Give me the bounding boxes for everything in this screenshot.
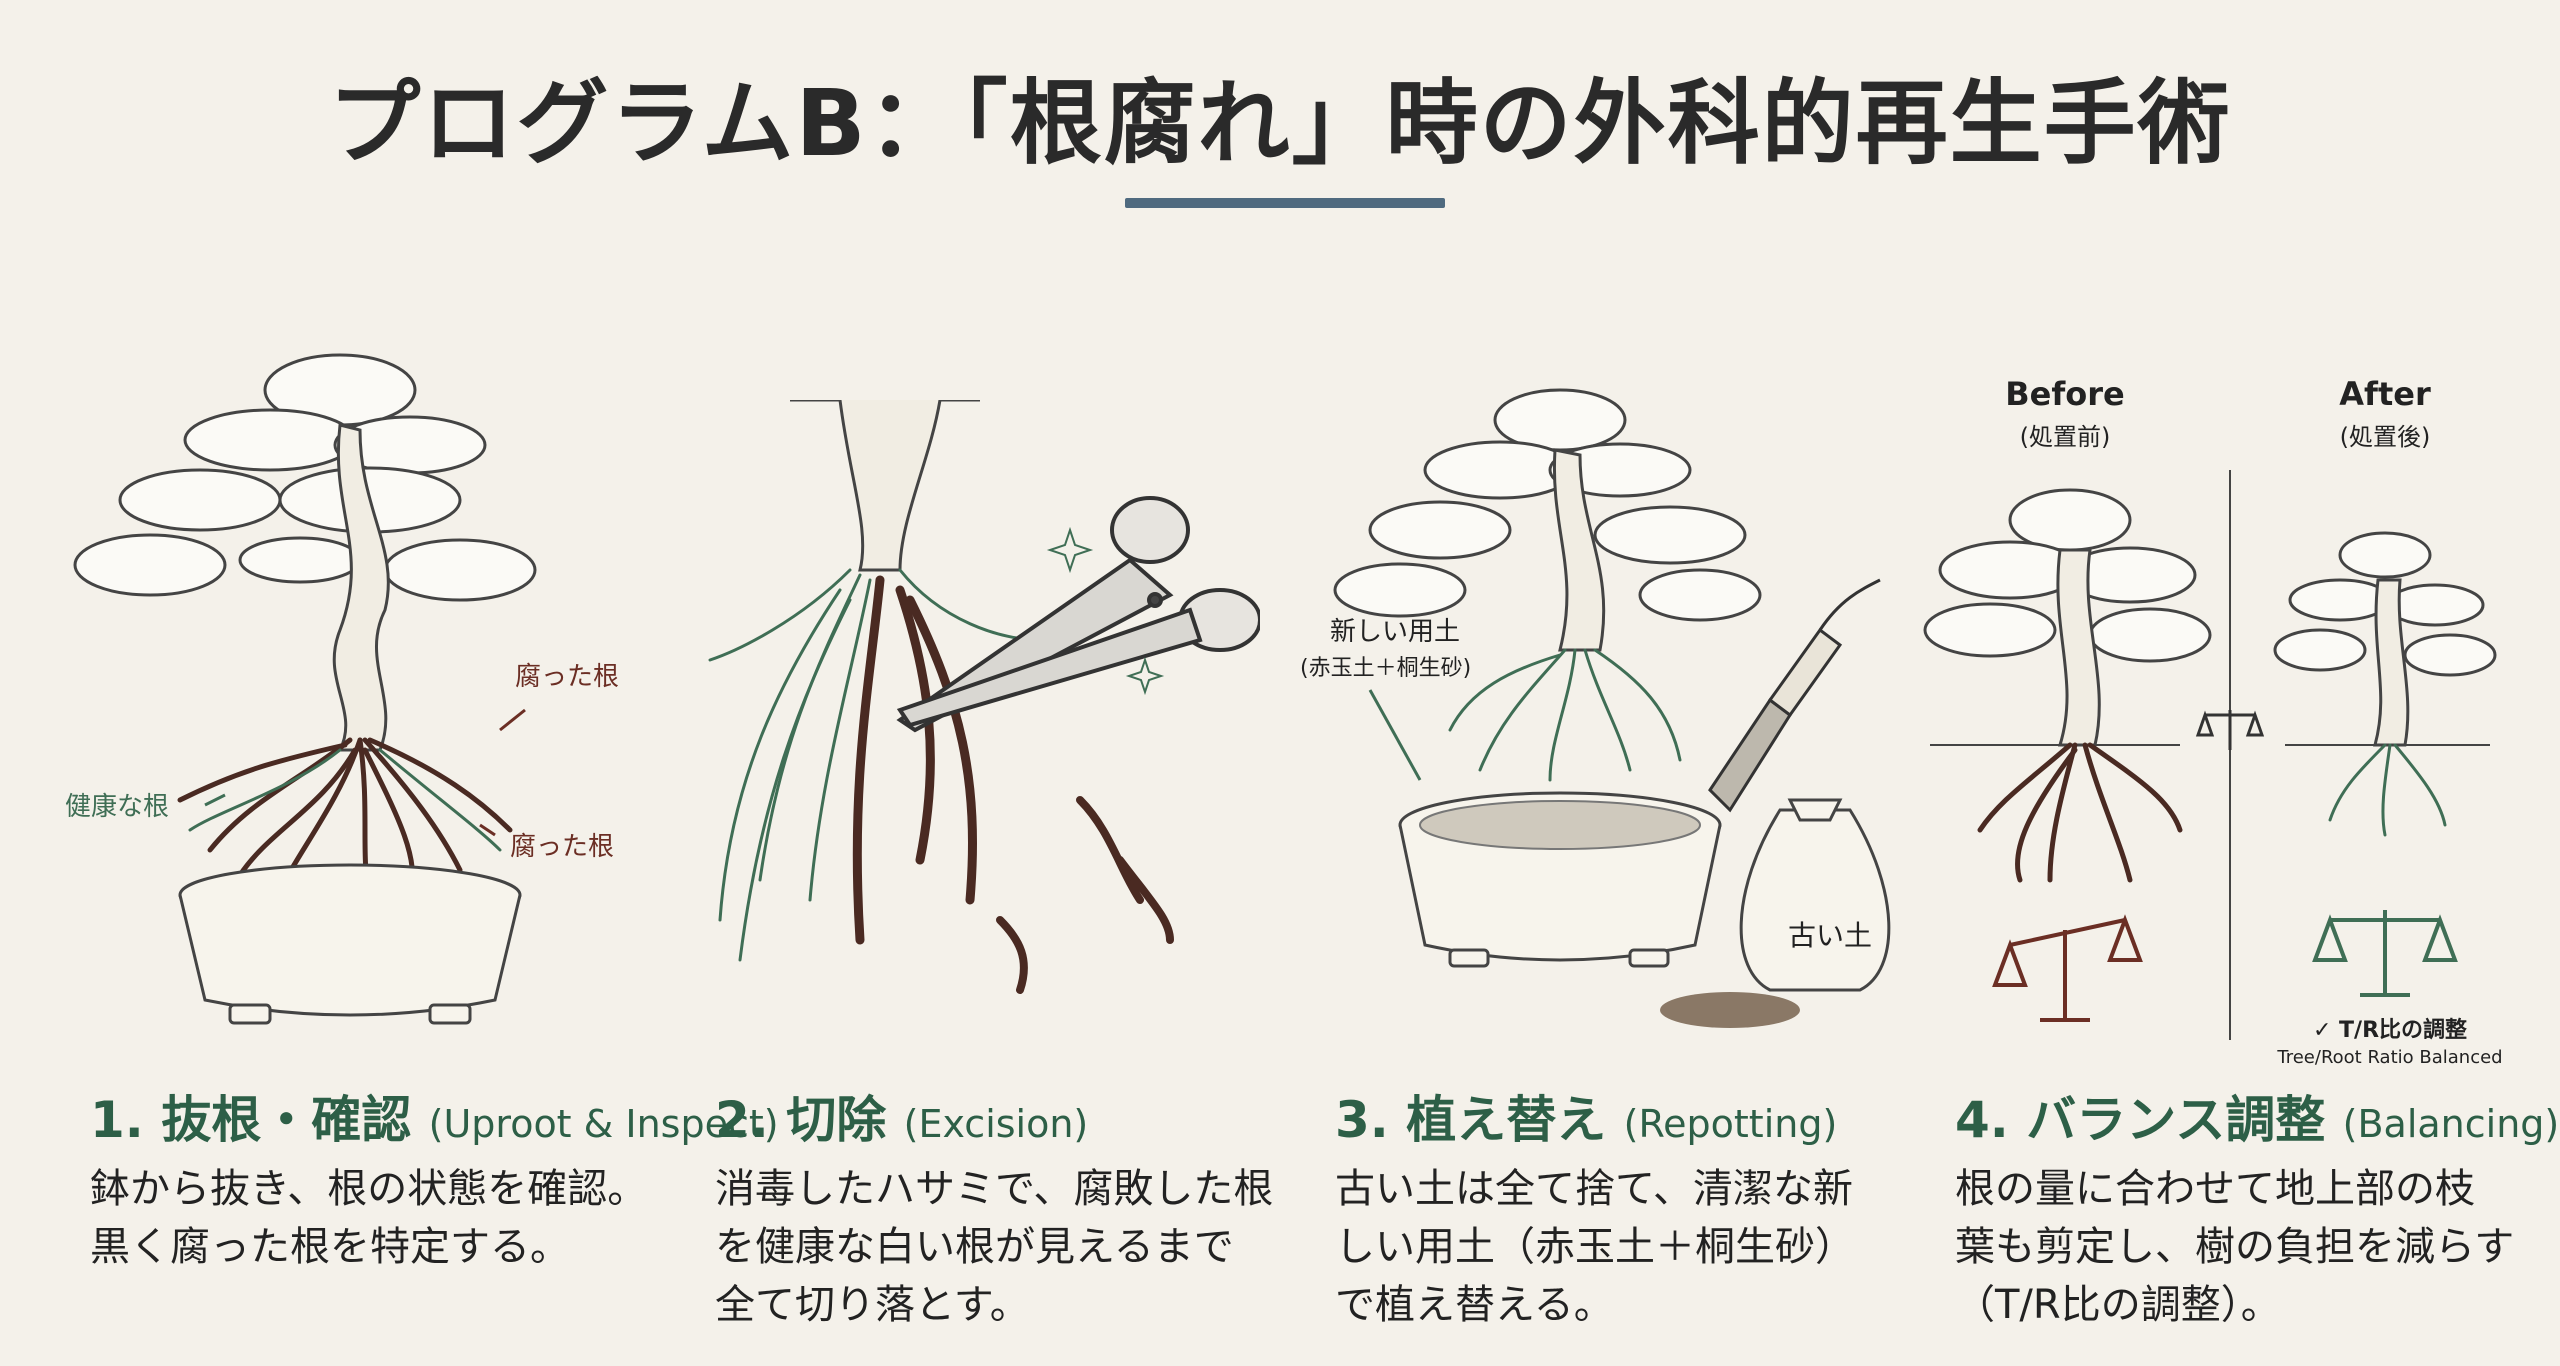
before-label: Before <box>2005 380 2124 413</box>
step-2-description: 消毒したハサミで、腐敗した根 を健康な白い根が見えるまで 全て切り落とす。 <box>715 1166 1274 1328</box>
tree-canopy-icon <box>1333 388 1762 622</box>
step-1-heading: 1. 抜根・確認 (Uproot & Inspect) <box>90 1095 779 1145</box>
step-3-title: 植え替え <box>1406 1091 1607 1149</box>
step-4-en: (Balancing) <box>2342 1102 2560 1146</box>
step-2-title: 切除 <box>786 1091 887 1149</box>
roots-mass-icon <box>177 737 513 898</box>
step-1-number: 1. <box>90 1091 144 1149</box>
step-3-number: 3. <box>1335 1091 1389 1149</box>
trowel-icon <box>1708 578 1881 813</box>
repotting-illustration: 新しい用土 (赤玉土＋桐生砂) 古い土 <box>1300 388 1891 1028</box>
before-sub-label: (処置前) <box>2020 423 2111 451</box>
step-3-heading: 3. 植え替え (Repotting) <box>1335 1095 1837 1145</box>
step-4-title: バランス調整 <box>2026 1091 2326 1149</box>
old-soil-label: 古い土 <box>1788 919 1872 952</box>
balance-scale-icon <box>2195 710 2265 750</box>
step-3-description: 古い土は全て捨て、清潔な新 しい用土（赤玉土＋桐生砂） で植え替える。 <box>1335 1166 1855 1328</box>
soil-bag-icon <box>1739 798 1891 992</box>
step-4-description: 根の量に合わせて地上部の枝 葉も剪定し、樹の負担を減らす （T/R比の調整）。 <box>1955 1166 2515 1328</box>
excision-illustration <box>708 400 1260 994</box>
title-underline <box>1125 198 1445 208</box>
step-2-en: (Excision) <box>903 1102 1089 1146</box>
step-3-en: (Repotting) <box>1623 1102 1838 1146</box>
balanced-scale-icon <box>2312 910 2458 997</box>
step-2-number: 2. <box>715 1091 769 1149</box>
step-1-en: (Uproot & Inspect) <box>428 1102 779 1146</box>
rotten-root-label-1: 腐った根 <box>515 662 619 692</box>
scissors-icon <box>896 496 1260 733</box>
step-4-heading: 4. バランス調整 (Balancing) <box>1955 1095 2559 1145</box>
unbalanced-scale-icon <box>1992 914 2143 1022</box>
new-soil-label: 新しい用土 <box>1330 617 1460 647</box>
after-sub-label: (処置後) <box>2340 423 2431 451</box>
tree-canopy-icon <box>73 353 537 602</box>
bonsai-pot-icon <box>178 863 522 1025</box>
step-1-title: 抜根・確認 <box>161 1091 412 1149</box>
rotten-root-label-2: 腐った根 <box>510 832 614 862</box>
step-4-number: 4. <box>1955 1091 2009 1149</box>
tr-check-label: ✓ T/R比の調整 <box>2313 1017 2467 1043</box>
balancing-illustration: Before (処置前) After (処置後) <box>1923 380 2503 1068</box>
uproot-illustration: 腐った根 腐った根 健康な根 <box>65 353 619 1025</box>
healthy-root-label: 健康な根 <box>65 792 169 822</box>
step-1-description: 鉢から抜き、根の状態を確認。 黒く腐った根を特定する。 <box>90 1166 648 1270</box>
tr-en-label: Tree/Root Ratio Balanced <box>2276 1047 2502 1068</box>
after-label: After <box>2339 380 2431 413</box>
new-soil-sub-label: (赤玉土＋桐生砂) <box>1300 656 1471 681</box>
page-title: プログラムB：「根腐れ」時の外科的再生手術 <box>328 70 2232 177</box>
step-2-heading: 2. 切除 (Excision) <box>715 1095 1088 1145</box>
